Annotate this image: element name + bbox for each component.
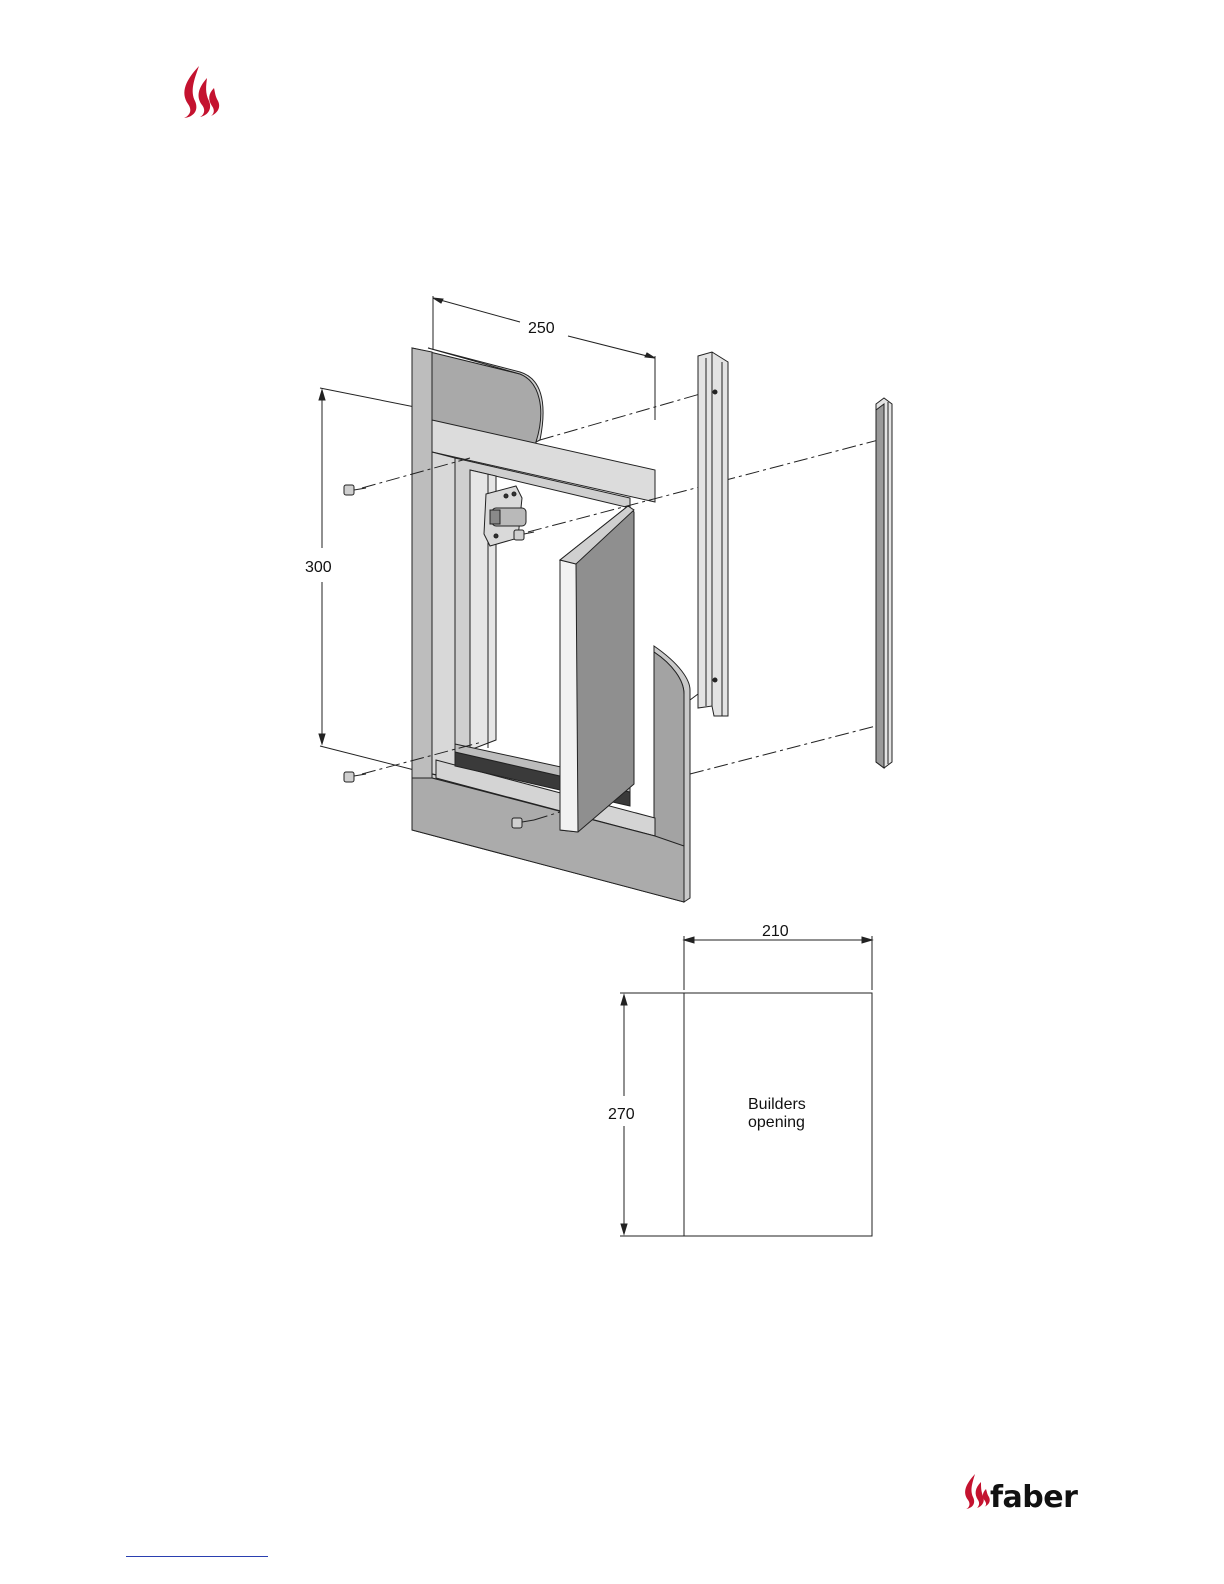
assembly-drawing: 250 300: [305, 296, 892, 1236]
builders-opening-label-line1: Builders: [748, 1096, 806, 1113]
opening-dimension-270-label: 270: [608, 1106, 635, 1123]
faber-logo-icon: [965, 1474, 990, 1509]
dimension-300-label: 300: [305, 559, 332, 576]
outer-frame: [412, 348, 684, 902]
side-rail-left: [698, 352, 728, 716]
door-panel: [560, 506, 634, 832]
screw-icon: [344, 485, 366, 495]
builders-opening-label-line2: opening: [748, 1114, 805, 1131]
side-rail-right: [876, 398, 892, 768]
flame-logo-icon: [184, 66, 219, 118]
brand-wordmark: faber: [990, 1480, 1078, 1515]
footer-link-underline[interactable]: [126, 1556, 268, 1557]
opening-dimension-210: [684, 936, 872, 990]
dimension-250-label: 250: [528, 320, 555, 337]
opening-dimension-210-label: 210: [762, 923, 789, 940]
